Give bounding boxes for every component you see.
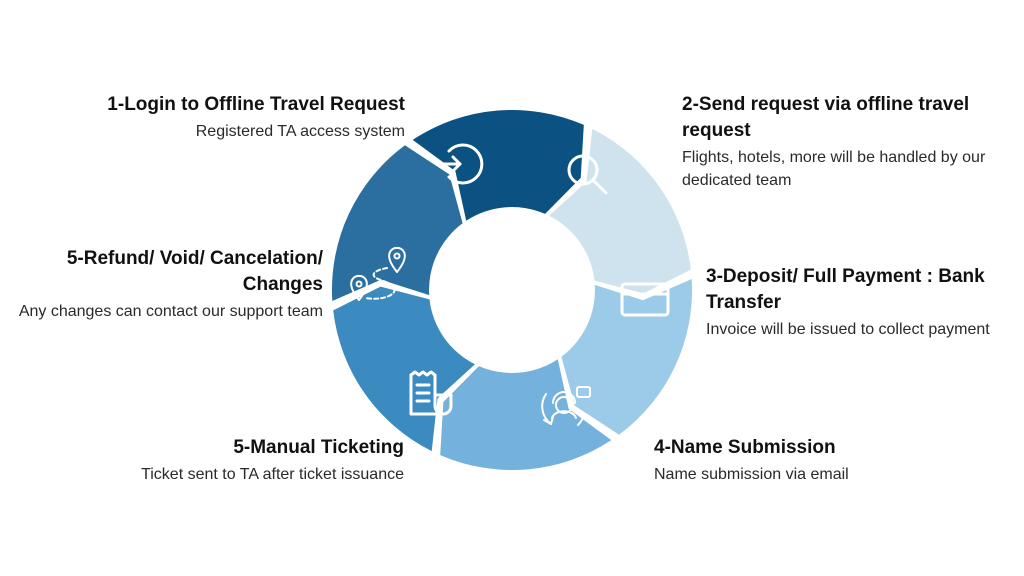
cycle-segment-1 (412, 109, 584, 221)
step-6: 5-Refund/ Void/ Cancelation/ Changes Any… (0, 246, 323, 323)
step-1-title: 1-Login to Offline Travel Request (107, 94, 405, 115)
step-3-description: Invoice will be issued to collect paymen… (706, 321, 990, 338)
receipt-icon (409, 370, 453, 416)
step-2: 2-Send request via offline travel reques… (682, 92, 1012, 192)
step-5-description: Ticket sent to TA after ticket issuance (141, 466, 404, 483)
step-6-description: Any changes can contact our support team (18, 303, 323, 320)
step-6-title: 5-Refund/ Void/ Cancelation/ Changes (66, 248, 323, 295)
step-3: 3-Deposit/ Full Payment : Bank Transfer … (706, 264, 1021, 341)
cycle-segment-5 (333, 286, 475, 452)
step-3-title: 3-Deposit/ Full Payment : Bank Transfer (706, 266, 985, 313)
support-agent-icon (541, 386, 591, 426)
step-1: 1-Login to Offline Travel Request Regist… (75, 92, 405, 143)
cycle-segment-3 (561, 279, 693, 435)
cycle-segment-2 (549, 128, 691, 294)
login-icon (436, 143, 484, 185)
credit-card-icon (620, 282, 670, 317)
cycle-segment-4 (440, 359, 612, 471)
step-4: 4-Name Submission Name submission via em… (654, 435, 984, 486)
step-5: 5-Manual Ticketing Ticket sent to TA aft… (74, 435, 404, 486)
step-4-description: Name submission via email (654, 466, 849, 483)
cycle-segment-6 (331, 145, 463, 301)
step-2-title: 2-Send request via offline travel reques… (682, 94, 970, 141)
route-pins-icon (350, 246, 406, 301)
step-4-title: 4-Name Submission (654, 437, 836, 458)
step-5-title: 5-Manual Ticketing (233, 437, 404, 458)
step-2-description: Flights, hotels, more will be handled by… (682, 149, 986, 189)
step-1-description: Registered TA access system (195, 123, 405, 140)
search-icon (567, 154, 608, 195)
